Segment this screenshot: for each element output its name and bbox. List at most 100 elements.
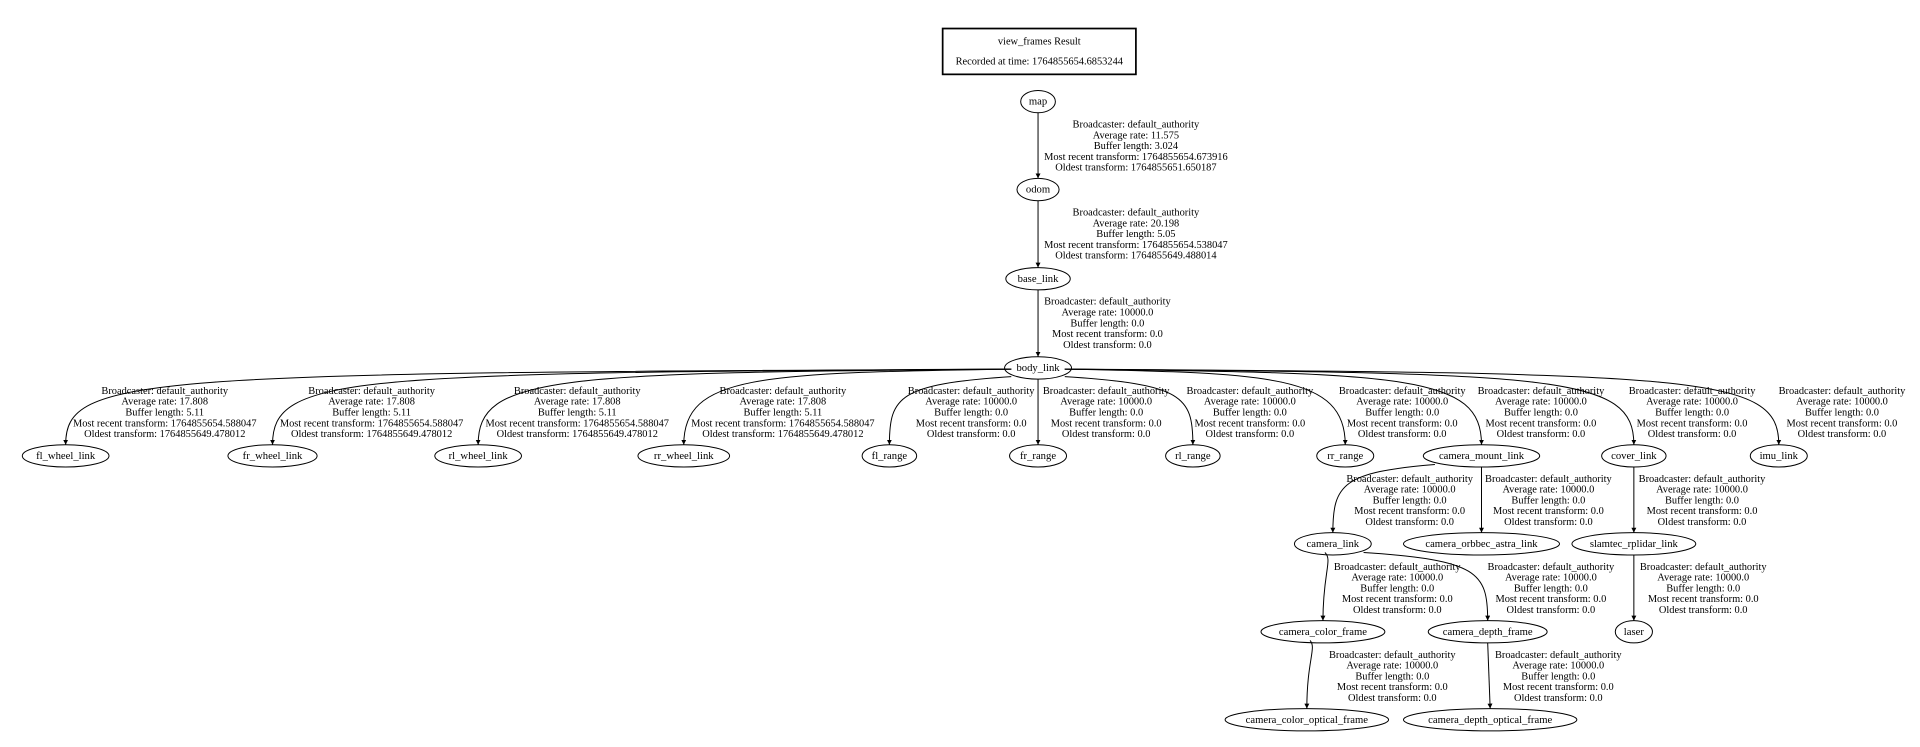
- edge-label-line: Broadcaster: default_authority: [1639, 474, 1766, 485]
- node-ellipse: [1601, 444, 1667, 468]
- edge-label-line: Most recent transform: 0.0: [1647, 506, 1758, 517]
- node-ellipse: [1009, 444, 1068, 468]
- edge-label-line: Oldest transform: 0.0: [1658, 517, 1747, 528]
- edge-label-line: Buffer length: 0.0: [1514, 583, 1588, 594]
- node-ellipse: [1165, 444, 1221, 468]
- edge-label-line: Buffer length: 0.0: [934, 407, 1008, 418]
- edge-label-line: Average rate: 10000.0: [1356, 397, 1448, 408]
- node-ellipse: [1614, 620, 1653, 644]
- edge-label-line: Oldest transform: 0.0: [1504, 517, 1593, 528]
- edge-arrow: [1064, 368, 1782, 445]
- node-label: fl_range: [872, 451, 908, 462]
- edge-label-line: Most recent transform: 1764855654.588047: [691, 418, 875, 429]
- frame-node-slamtec_rplidar_link: slamtec_rplidar_link: [1571, 532, 1697, 556]
- frame-node-camera_depth_optical_frame: camera_depth_optical_frame: [1402, 708, 1578, 732]
- edge-label-line: Average rate: 10000.0: [1646, 397, 1738, 408]
- edge-label-line: Broadcaster: default_authority: [1334, 562, 1461, 573]
- edge-label-line: Most recent transform: 0.0: [916, 418, 1027, 429]
- node-label: camera_color_optical_frame: [1246, 715, 1369, 726]
- edge-label-line: Broadcaster: default_authority: [1073, 120, 1200, 131]
- edge-label-line: Most recent transform: 0.0: [1354, 506, 1465, 517]
- frame-node-camera_mount_link: camera_mount_link: [1422, 444, 1541, 468]
- frame-node-rr_range: rr_range: [1316, 444, 1375, 468]
- edge-label-line: Oldest transform: 0.0: [1348, 693, 1437, 704]
- edge-label-line: Broadcaster: default_authority: [1485, 474, 1612, 485]
- node-ellipse: [1020, 89, 1056, 114]
- node-ellipse: [1402, 532, 1561, 556]
- node-ellipse: [21, 444, 110, 468]
- node-label: rr_wheel_link: [654, 451, 714, 462]
- edge-label-line: Buffer length: 0.0: [1355, 671, 1429, 682]
- edge-label-line: Oldest transform: 0.0: [1358, 429, 1447, 440]
- edge-label-line: Average rate: 10000.0: [1502, 485, 1594, 496]
- node-label: camera_color_frame: [1279, 627, 1367, 638]
- edge-label-line: Buffer length: 5.11: [538, 407, 617, 418]
- edge-label-line: Buffer length: 0.0: [1360, 583, 1434, 594]
- edge-label-line: Average rate: 10000.0: [1657, 573, 1749, 584]
- edge-label-line: Buffer length: 0.0: [1521, 671, 1595, 682]
- frame-node-laser: laser: [1614, 620, 1653, 644]
- edge-label-line: Buffer length: 0.0: [1666, 583, 1740, 594]
- frame-node-fl_wheel_link: fl_wheel_link: [21, 444, 110, 468]
- edge-label-line: Oldest transform: 0.0: [927, 429, 1016, 440]
- edge-arrow: [1363, 551, 1491, 621]
- edge-label-line: Oldest transform: 1764855649.478012: [84, 429, 245, 440]
- edge-arrow: [1330, 464, 1435, 533]
- edge-label-line: Most recent transform: 0.0: [1337, 682, 1448, 693]
- node-ellipse: [1316, 444, 1375, 468]
- edge-label-line: Broadcaster: default_authority: [1329, 650, 1456, 661]
- frame-node-camera_color_optical_frame: camera_color_optical_frame: [1224, 708, 1390, 732]
- edge-label-line: Oldest transform: 0.0: [1648, 429, 1737, 440]
- node-label: rr_range: [1327, 451, 1363, 462]
- edge-label-line: Most recent transform: 0.0: [1503, 682, 1614, 693]
- edge-label-line: Most recent transform: 0.0: [1495, 594, 1606, 605]
- node-ellipse: [1005, 267, 1071, 291]
- node-ellipse: [637, 444, 731, 468]
- frame-node-camera_orbbec_astra_link: camera_orbbec_astra_link: [1402, 532, 1561, 556]
- edge-label-line: Buffer length: 0.0: [1511, 495, 1585, 506]
- node-label: camera_mount_link: [1439, 451, 1525, 462]
- recorded-time: Recorded at time: 1764855654.6853244: [956, 56, 1124, 67]
- edge-arrow: [681, 368, 1012, 445]
- node-label: camera_depth_optical_frame: [1428, 715, 1552, 726]
- edge-label-line: Average rate: 10000.0: [925, 397, 1017, 408]
- edge-label-line: Buffer length: 0.0: [1069, 407, 1143, 418]
- edge-label-line: Oldest transform: 0.0: [1514, 693, 1603, 704]
- edge-label-line: Buffer length: 0.0: [1504, 407, 1578, 418]
- edge-label-line: Broadcaster: default_authority: [1478, 386, 1605, 397]
- edge-label-line: Buffer length: 5.11: [743, 407, 822, 418]
- node-label: camera_orbbec_astra_link: [1425, 539, 1538, 550]
- edge-label-line: Broadcaster: default_authority: [1629, 386, 1756, 397]
- edge-arrow: [1304, 640, 1313, 709]
- edge-label-line: Broadcaster: default_authority: [1339, 386, 1466, 397]
- frame-node-cover_link: cover_link: [1601, 444, 1667, 468]
- edge-label-line: Broadcaster: default_authority: [1043, 386, 1170, 397]
- edge-label-line: Broadcaster: default_authority: [101, 386, 228, 397]
- edge-label-line: Oldest transform: 0.0: [1365, 517, 1454, 528]
- node-label: slamtec_rplidar_link: [1590, 539, 1679, 550]
- edge-label-line: Buffer length: 0.0: [1365, 407, 1439, 418]
- node-ellipse: [1004, 356, 1072, 380]
- node-ellipse: [434, 444, 522, 468]
- edge-label-line: Most recent transform: 1764855654.588047: [280, 418, 464, 429]
- node-ellipse: [861, 444, 918, 468]
- edge-label-line: Most recent transform: 1764855654.588047: [485, 418, 669, 429]
- edge-arrow: [475, 368, 1012, 445]
- title-heading: view_frames Result: [998, 37, 1081, 48]
- frame-node-base_link: base_link: [1005, 267, 1071, 291]
- node-label: base_link: [1018, 274, 1059, 285]
- edge-label-line: Most recent transform: 1764855654.538047: [1044, 240, 1228, 251]
- frame-node-fl_range: fl_range: [861, 444, 918, 468]
- edge-label-line: Broadcaster: default_authority: [1779, 386, 1906, 397]
- edge-label-line: Buffer length: 5.05: [1096, 229, 1175, 240]
- edge-label-line: Broadcaster: default_authority: [514, 386, 641, 397]
- node-label: rl_wheel_link: [449, 451, 509, 462]
